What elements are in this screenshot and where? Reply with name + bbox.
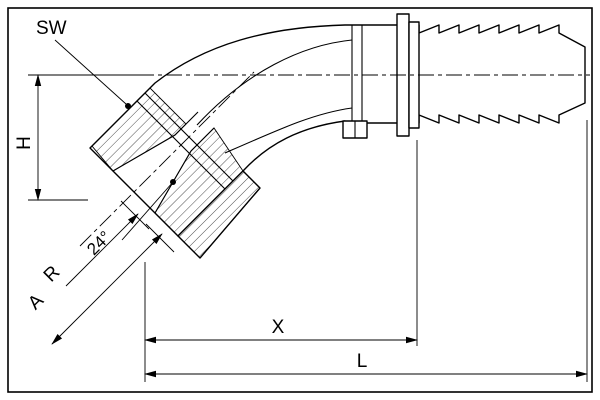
- sw-leader-line: [54, 39, 127, 105]
- fitting-body: [89, 13, 586, 259]
- dimension-x: X: [144, 140, 418, 382]
- sw-leader-dot: [125, 103, 131, 109]
- sw-label: SW: [36, 18, 67, 39]
- cone-line-lower: [154, 127, 215, 214]
- x-label: X: [272, 317, 285, 338]
- cone-line-upper: [112, 111, 199, 172]
- angle-leader-line: [121, 181, 174, 241]
- elbow-wall-upper: [196, 39, 353, 126]
- dimension-l: L: [144, 120, 588, 382]
- cone-angle-label: 24°: [83, 227, 115, 259]
- a-dimension-line: [51, 233, 163, 345]
- dimensions: SW H 24° R A: [14, 18, 588, 382]
- centerline-port-axis: [79, 71, 255, 247]
- l-label: L: [357, 351, 368, 372]
- elbow-wall-lower: [224, 107, 353, 154]
- r-dimension-line: [65, 213, 139, 287]
- drawing-border-frame: [7, 7, 593, 393]
- dimension-sw: SW: [36, 18, 131, 109]
- h-label: H: [14, 136, 35, 150]
- a-label: A: [24, 290, 48, 314]
- dimension-h: H: [14, 74, 138, 201]
- r-label: R: [40, 262, 65, 287]
